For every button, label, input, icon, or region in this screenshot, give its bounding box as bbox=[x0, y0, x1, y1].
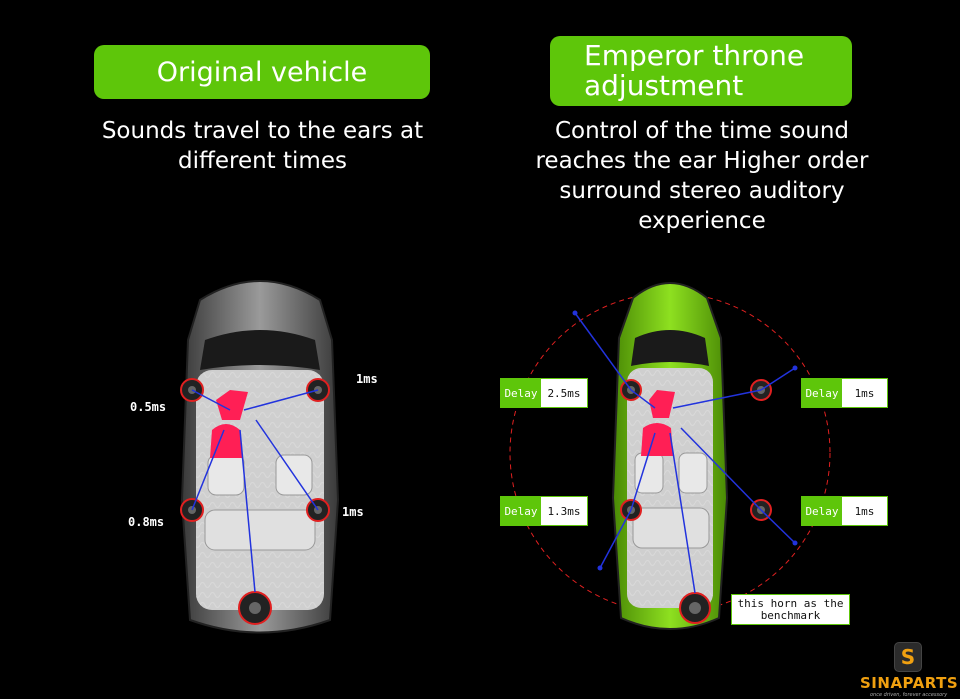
delay-value: 1ms bbox=[842, 379, 887, 407]
delay-front-left: Delay 2.5ms bbox=[500, 378, 588, 408]
delay-key: Delay bbox=[501, 379, 541, 407]
emperor-throne-title: Emperor throne adjustment bbox=[550, 36, 852, 106]
delay-front-right: Delay 1ms bbox=[801, 378, 888, 408]
emperor-throne-description: Control of the time sound reaches the ea… bbox=[535, 118, 869, 234]
benchmark-note: this horn as the benchmark bbox=[731, 594, 850, 625]
original-vehicle-title: Original vehicle bbox=[94, 45, 430, 99]
speaker-rear-left bbox=[180, 498, 204, 522]
delay-key: Delay bbox=[501, 497, 541, 525]
speaker-rear-center bbox=[679, 592, 711, 624]
delay-value: 1ms bbox=[842, 497, 887, 525]
timing-rear-right: 1ms bbox=[342, 505, 364, 519]
speaker-rear-center bbox=[238, 591, 272, 625]
brand-s-icon: S bbox=[894, 642, 922, 672]
timing-front-right: 1ms bbox=[356, 372, 378, 386]
surround-circle bbox=[509, 292, 831, 614]
car-body bbox=[180, 280, 340, 634]
delay-rear-right: Delay 1ms bbox=[801, 496, 888, 526]
driver-occupant bbox=[641, 390, 675, 456]
delay-key: Delay bbox=[802, 497, 842, 525]
adjusted-car-diagram bbox=[509, 282, 831, 630]
timing-front-left: 0.5ms bbox=[130, 400, 167, 414]
timing-rear-left: 0.8ms bbox=[128, 515, 165, 529]
delay-value: 2.5ms bbox=[541, 379, 587, 407]
sound-arrows bbox=[574, 312, 796, 594]
driver-occupant bbox=[210, 390, 248, 458]
arrow-endpoints bbox=[572, 310, 798, 571]
brand-name: SINAPARTS bbox=[860, 674, 959, 692]
delay-rear-left: Delay 1.3ms bbox=[500, 496, 588, 526]
delay-value: 1.3ms bbox=[541, 497, 587, 525]
speakers bbox=[180, 378, 330, 625]
sound-arrows bbox=[191, 389, 319, 593]
original-car-diagram bbox=[180, 280, 340, 634]
brand-tagline: once driven, forever accessory bbox=[870, 692, 948, 698]
brand-logo: S SINAPARTS once driven, forever accesso… bbox=[860, 640, 959, 698]
delay-key: Delay bbox=[802, 379, 842, 407]
original-vehicle-description: Sounds travel to the ears at different t… bbox=[101, 118, 424, 174]
